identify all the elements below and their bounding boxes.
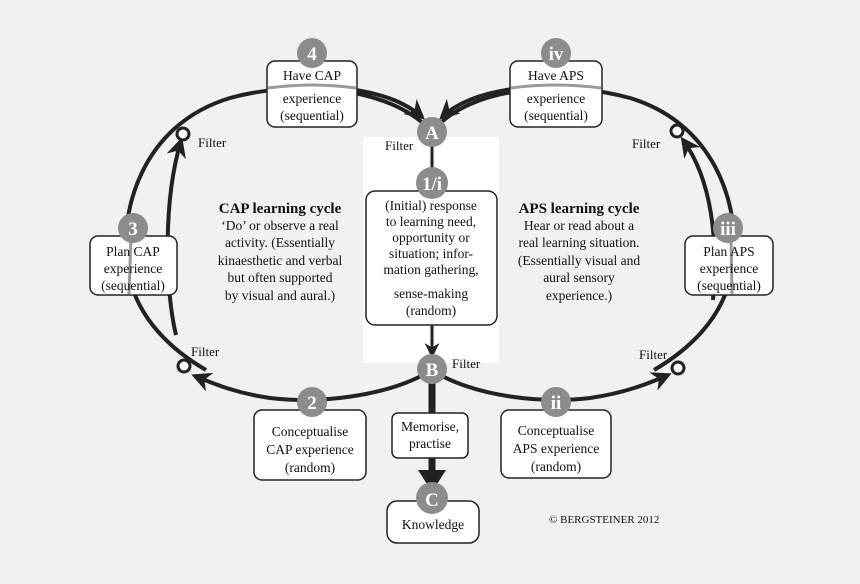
node-b-circle xyxy=(417,354,447,384)
box-iii-line-3: (sequential) xyxy=(697,278,761,293)
stage-boxes xyxy=(89,60,774,544)
box-4-line-1: Have CAP xyxy=(283,68,341,83)
node-c-circle xyxy=(416,482,448,514)
aps-cycle-lower-arc xyxy=(439,372,672,402)
overlay-box-iv xyxy=(510,83,602,90)
badge-1-i: 1/i xyxy=(422,174,442,195)
filter-circle-top-left xyxy=(175,126,191,142)
overlay-box-4 xyxy=(267,83,357,90)
badge-iv: iv xyxy=(549,44,564,65)
badge-2: 2 xyxy=(307,393,317,414)
box-1-line-5: mation gathering, xyxy=(383,262,478,277)
box-1-line-1: (Initial) response xyxy=(385,198,477,213)
aps-desc-line-2: real learning situation. xyxy=(518,235,639,250)
badge-iii-circle xyxy=(713,213,743,243)
cap-desc-line-1: ‘Do’ or observe a real xyxy=(221,218,339,233)
box-4-line-2: experience xyxy=(283,91,341,106)
filter-circle-top-right xyxy=(669,123,685,139)
cap-desc-line-2: activity. (Essentially xyxy=(225,235,335,250)
aps-desc-line-5: experience.) xyxy=(546,288,612,303)
copyright-notice: © BERGSTEINER 2012 xyxy=(549,514,659,526)
cap-desc-line-4: but often supported xyxy=(228,270,333,285)
knowledge-label: Knowledge xyxy=(402,517,464,532)
aps-desc-line-4: aural sensory xyxy=(543,270,615,285)
badge-ii-circle xyxy=(541,387,571,417)
filter-circle-bottom-right xyxy=(670,360,686,376)
box-3-line-3: (sequential) xyxy=(101,278,165,293)
box-3-line-2: experience xyxy=(104,261,162,276)
cap-desc-line-3: kinaesthetic and verbal xyxy=(218,253,343,268)
cap-cycle-lower-arc xyxy=(191,372,424,402)
box-iii-line-2: experience xyxy=(700,261,758,276)
badge-ii: ii xyxy=(551,393,562,414)
badge-4-circle xyxy=(297,38,327,68)
b-to-c-arrowhead xyxy=(418,470,446,492)
filter-label-top-left: Filter xyxy=(198,135,227,150)
box-2-line-2: CAP experience xyxy=(266,442,354,457)
box-line-overlays xyxy=(127,83,734,295)
filter-label-a: Filter xyxy=(385,138,414,153)
box-1-line-4: situation; infor- xyxy=(389,246,474,261)
aps-cycle-title: APS learning cycle xyxy=(519,201,640,217)
box-ii-line-2: APS experience xyxy=(513,441,600,456)
box-4-line-3: (sequential) xyxy=(280,108,344,123)
box-iii-line-1: Plan APS xyxy=(703,244,754,259)
badge-iv-circle xyxy=(541,38,571,68)
box-ii-line-1: Conceptualise xyxy=(518,423,594,438)
cap-desc-line-5: by visual and aural.) xyxy=(225,288,335,303)
cap-cycle-title: CAP learning cycle xyxy=(219,201,342,217)
node-a: A xyxy=(425,123,439,144)
box-1-line-6: sense-making xyxy=(394,286,468,301)
box-iv-line-1: Have APS xyxy=(528,68,584,83)
box-1-line-7: (random) xyxy=(406,303,456,318)
badge-4: 4 xyxy=(307,44,317,65)
badges xyxy=(118,38,743,514)
badge-3: 3 xyxy=(128,219,138,240)
box-memorise xyxy=(391,412,469,459)
badge-1-circle xyxy=(416,167,448,199)
box-iv-line-3: (sequential) xyxy=(524,108,588,123)
aps-desc-line-1: Hear or read about a xyxy=(524,218,634,233)
box-1-line-2: to learning need, xyxy=(386,214,476,229)
filter-label-bottom-left: Filter xyxy=(191,344,220,359)
box-iv-line-2: experience xyxy=(527,91,585,106)
filter-points xyxy=(175,123,686,376)
node-c: C xyxy=(425,490,439,511)
memorise-line-1: Memorise, xyxy=(401,419,459,434)
filter-label-bottom-right: Filter xyxy=(639,347,668,362)
overlay-box-3 xyxy=(127,236,133,295)
filter-circle-bottom-left xyxy=(176,358,192,374)
box-1-line-3: opportunity or xyxy=(392,230,470,245)
box-2-line-3: (random) xyxy=(285,460,335,475)
box-2-line-1: Conceptualise xyxy=(272,424,348,439)
filter-label-b: Filter xyxy=(452,356,481,371)
box-ii-line-3: (random) xyxy=(531,459,581,474)
memorise-line-2: practise xyxy=(409,436,451,451)
badge-2-circle xyxy=(297,387,327,417)
node-b: B xyxy=(426,360,439,381)
overlay-box-iii xyxy=(729,236,734,295)
filter-label-top-right: Filter xyxy=(632,136,661,151)
box-3-line-1: Plan CAP xyxy=(106,244,160,259)
badge-iii: iii xyxy=(720,219,736,240)
node-a-circle xyxy=(417,117,447,147)
badge-3-circle xyxy=(118,213,148,243)
aps-desc-line-3: (Essentially visual and xyxy=(518,253,640,268)
